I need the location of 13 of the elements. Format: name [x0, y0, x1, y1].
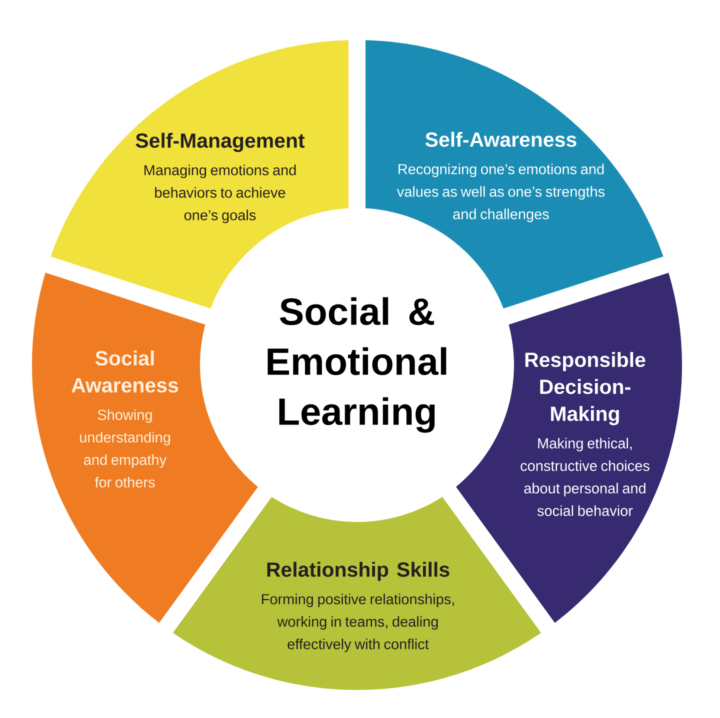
segment-title: Self-Awareness [425, 132, 576, 147]
ring-segment [32, 272, 258, 623]
segment-description: Making ethical, constructive choices about personal and social behavior [520, 438, 650, 516]
segment-description: Showing understanding and empathy for others [80, 409, 170, 488]
segment-title: Self-Management [136, 132, 305, 152]
segment-title: Relationship Skills [267, 562, 450, 581]
segment-description: Recognizing one’s emotions and values as well as one’s strengths and challenges [396, 164, 605, 222]
segment-description: Managing emotions and behaviors to achieve one’s goals [144, 164, 296, 224]
segment-description: Forming positive relationships, working in teams, dealing effectively with conflict [262, 594, 454, 652]
ring-segment [456, 272, 682, 623]
center-title: Social & Emotional Learning [268, 297, 446, 433]
segment-title: Responsible Decision-Making [525, 352, 646, 426]
segment-title: Social Awareness [72, 350, 178, 393]
